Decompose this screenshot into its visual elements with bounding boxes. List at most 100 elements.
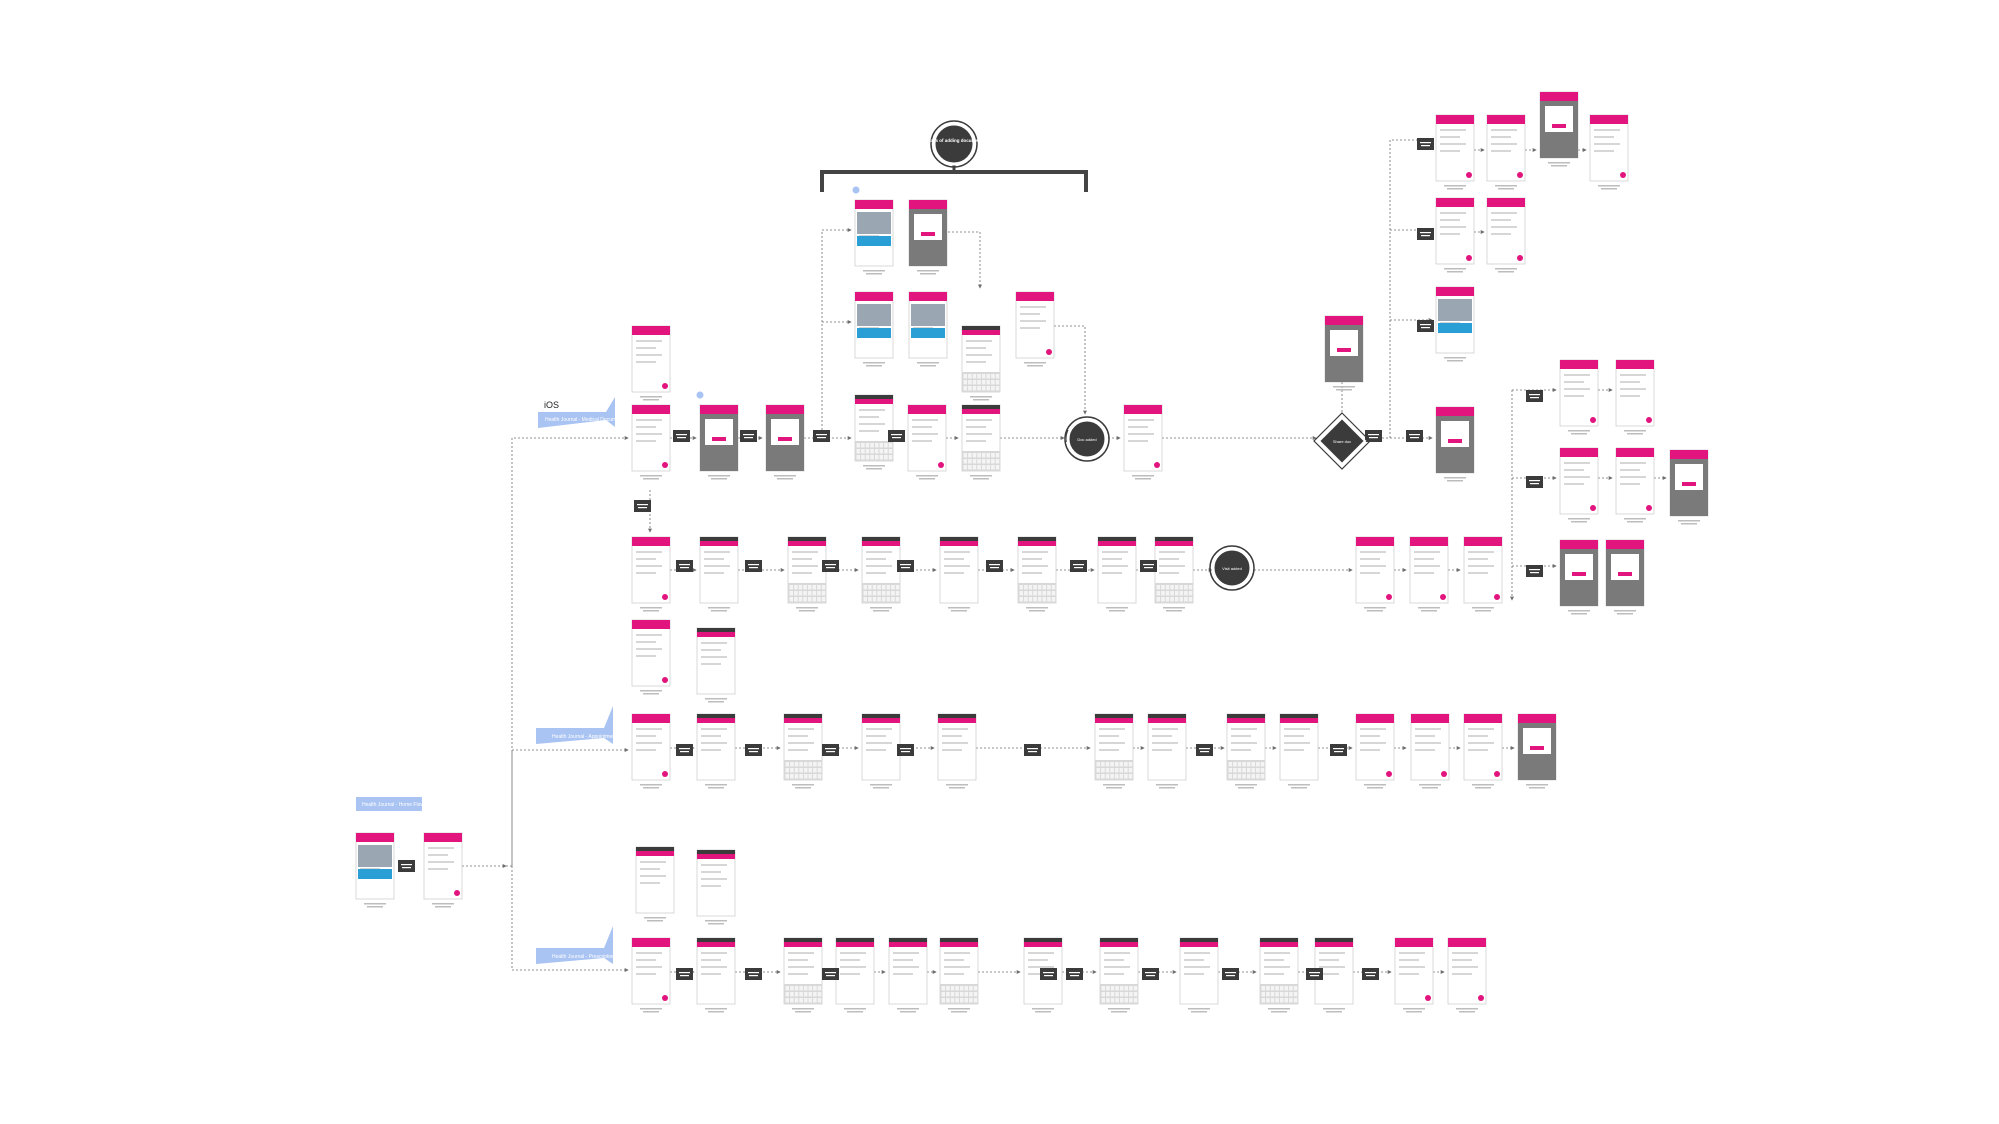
action-tag [1406,430,1423,442]
action-tag [634,500,651,512]
screen-thumbnail [854,199,894,275]
screen-thumbnail [1355,536,1395,612]
screen-thumbnail [696,627,736,703]
action-tag [1417,138,1434,150]
screen-thumbnail [1435,286,1475,362]
screen-thumbnail [1435,197,1475,273]
screen-thumbnail [1259,937,1299,1013]
screen-thumbnail [1615,359,1655,435]
action-tag [1417,320,1434,332]
screen-thumbnail [861,536,901,612]
screen-thumbnail [696,713,736,789]
screen-thumbnail [355,832,395,908]
screen-thumbnail [1559,447,1599,523]
screen-thumbnail [765,404,805,480]
screen-thumbnail [783,713,823,789]
screen-thumbnail [1463,713,1503,789]
action-tag [1365,430,1382,442]
screen-thumbnail [1394,937,1434,1013]
screen-thumbnail [939,937,979,1013]
screen-thumbnail [1017,536,1057,612]
row-label-documents [538,397,615,428]
row-label-appointments-text: Health Journal - Appointments [552,734,619,740]
action-tag [745,744,762,756]
action-tags [398,138,1543,980]
action-tag [822,968,839,980]
screen-thumbnail [1486,114,1526,190]
connector [506,436,629,867]
connector [948,231,982,289]
screen-thumbnails [355,91,1709,1013]
screen-thumbnail [1669,449,1709,525]
screen-thumbnail [1589,114,1629,190]
action-tag [1417,228,1434,240]
row-label-appointments [536,706,613,744]
screen-thumbnail [1435,406,1475,482]
screen-thumbnail [1015,291,1055,367]
screen-thumbnail [1447,937,1487,1013]
action-tag [745,560,762,572]
screen-thumbnail [783,937,823,1013]
screen-thumbnail [631,536,671,612]
screen-thumbnail [423,832,463,908]
screen-thumbnail [1559,359,1599,435]
screen-thumbnail [787,536,827,612]
action-tag [897,560,914,572]
action-tag [676,560,693,572]
connector [821,228,852,438]
screen-thumbnail [854,291,894,367]
screen-thumbnail [1605,539,1645,615]
screen-thumbnail [635,846,675,922]
connector [1389,138,1433,438]
connector [1054,325,1087,415]
screen-thumbnail [699,536,739,612]
action-tag [398,860,415,872]
screen-thumbnail [1435,114,1475,190]
action-tag [1196,744,1213,756]
screen-thumbnail [1517,713,1557,789]
action-tag [745,968,762,980]
screen-thumbnail [861,713,901,789]
marker-dot [696,391,704,399]
screen-thumbnail [631,619,671,695]
action-tag [1140,560,1157,572]
screen-thumbnail [854,394,894,470]
platform-label: iOS [544,400,559,410]
screen-thumbnail [1226,713,1266,789]
decision-node-visit-added [1211,547,1253,589]
decision-documents-added-text: Doc added [1077,437,1096,442]
screen-thumbnail [1097,536,1137,612]
action-tag [1070,560,1087,572]
group-header-text: 3 ways of adding documents [923,138,985,143]
screen-thumbnail [631,404,671,480]
screen-thumbnail [907,404,947,480]
action-tag [888,430,905,442]
action-tag [897,744,914,756]
screen-thumbnail [1410,713,1450,789]
action-tag [986,560,1003,572]
row-label-home-text: Health Journal - Home Flow [362,802,424,808]
row-label-prescriptions [536,926,613,964]
screen-thumbnail [1324,315,1364,391]
row-label-prescriptions-text: Health Journal - Prescriptions [552,954,618,960]
decision-share-text: Share doc [1333,439,1351,444]
action-tag [676,744,693,756]
screen-thumbnail [1179,937,1219,1013]
screen-thumbnail [1094,713,1134,789]
screen-thumbnail [1279,713,1319,789]
screen-thumbnail [937,713,977,789]
screen-thumbnail [631,325,671,401]
special-nodes: 3 ways of adding documents iOS Health Jo… [356,120,1371,964]
group-header-node [932,122,976,166]
screen-thumbnail [631,937,671,1013]
action-tag [676,968,693,980]
action-tag [1526,476,1543,488]
action-tag [1040,968,1057,980]
action-tag [1142,968,1159,980]
screen-thumbnail [696,937,736,1013]
screen-thumbnail [888,937,928,1013]
action-tag [822,744,839,756]
connector [511,748,629,866]
